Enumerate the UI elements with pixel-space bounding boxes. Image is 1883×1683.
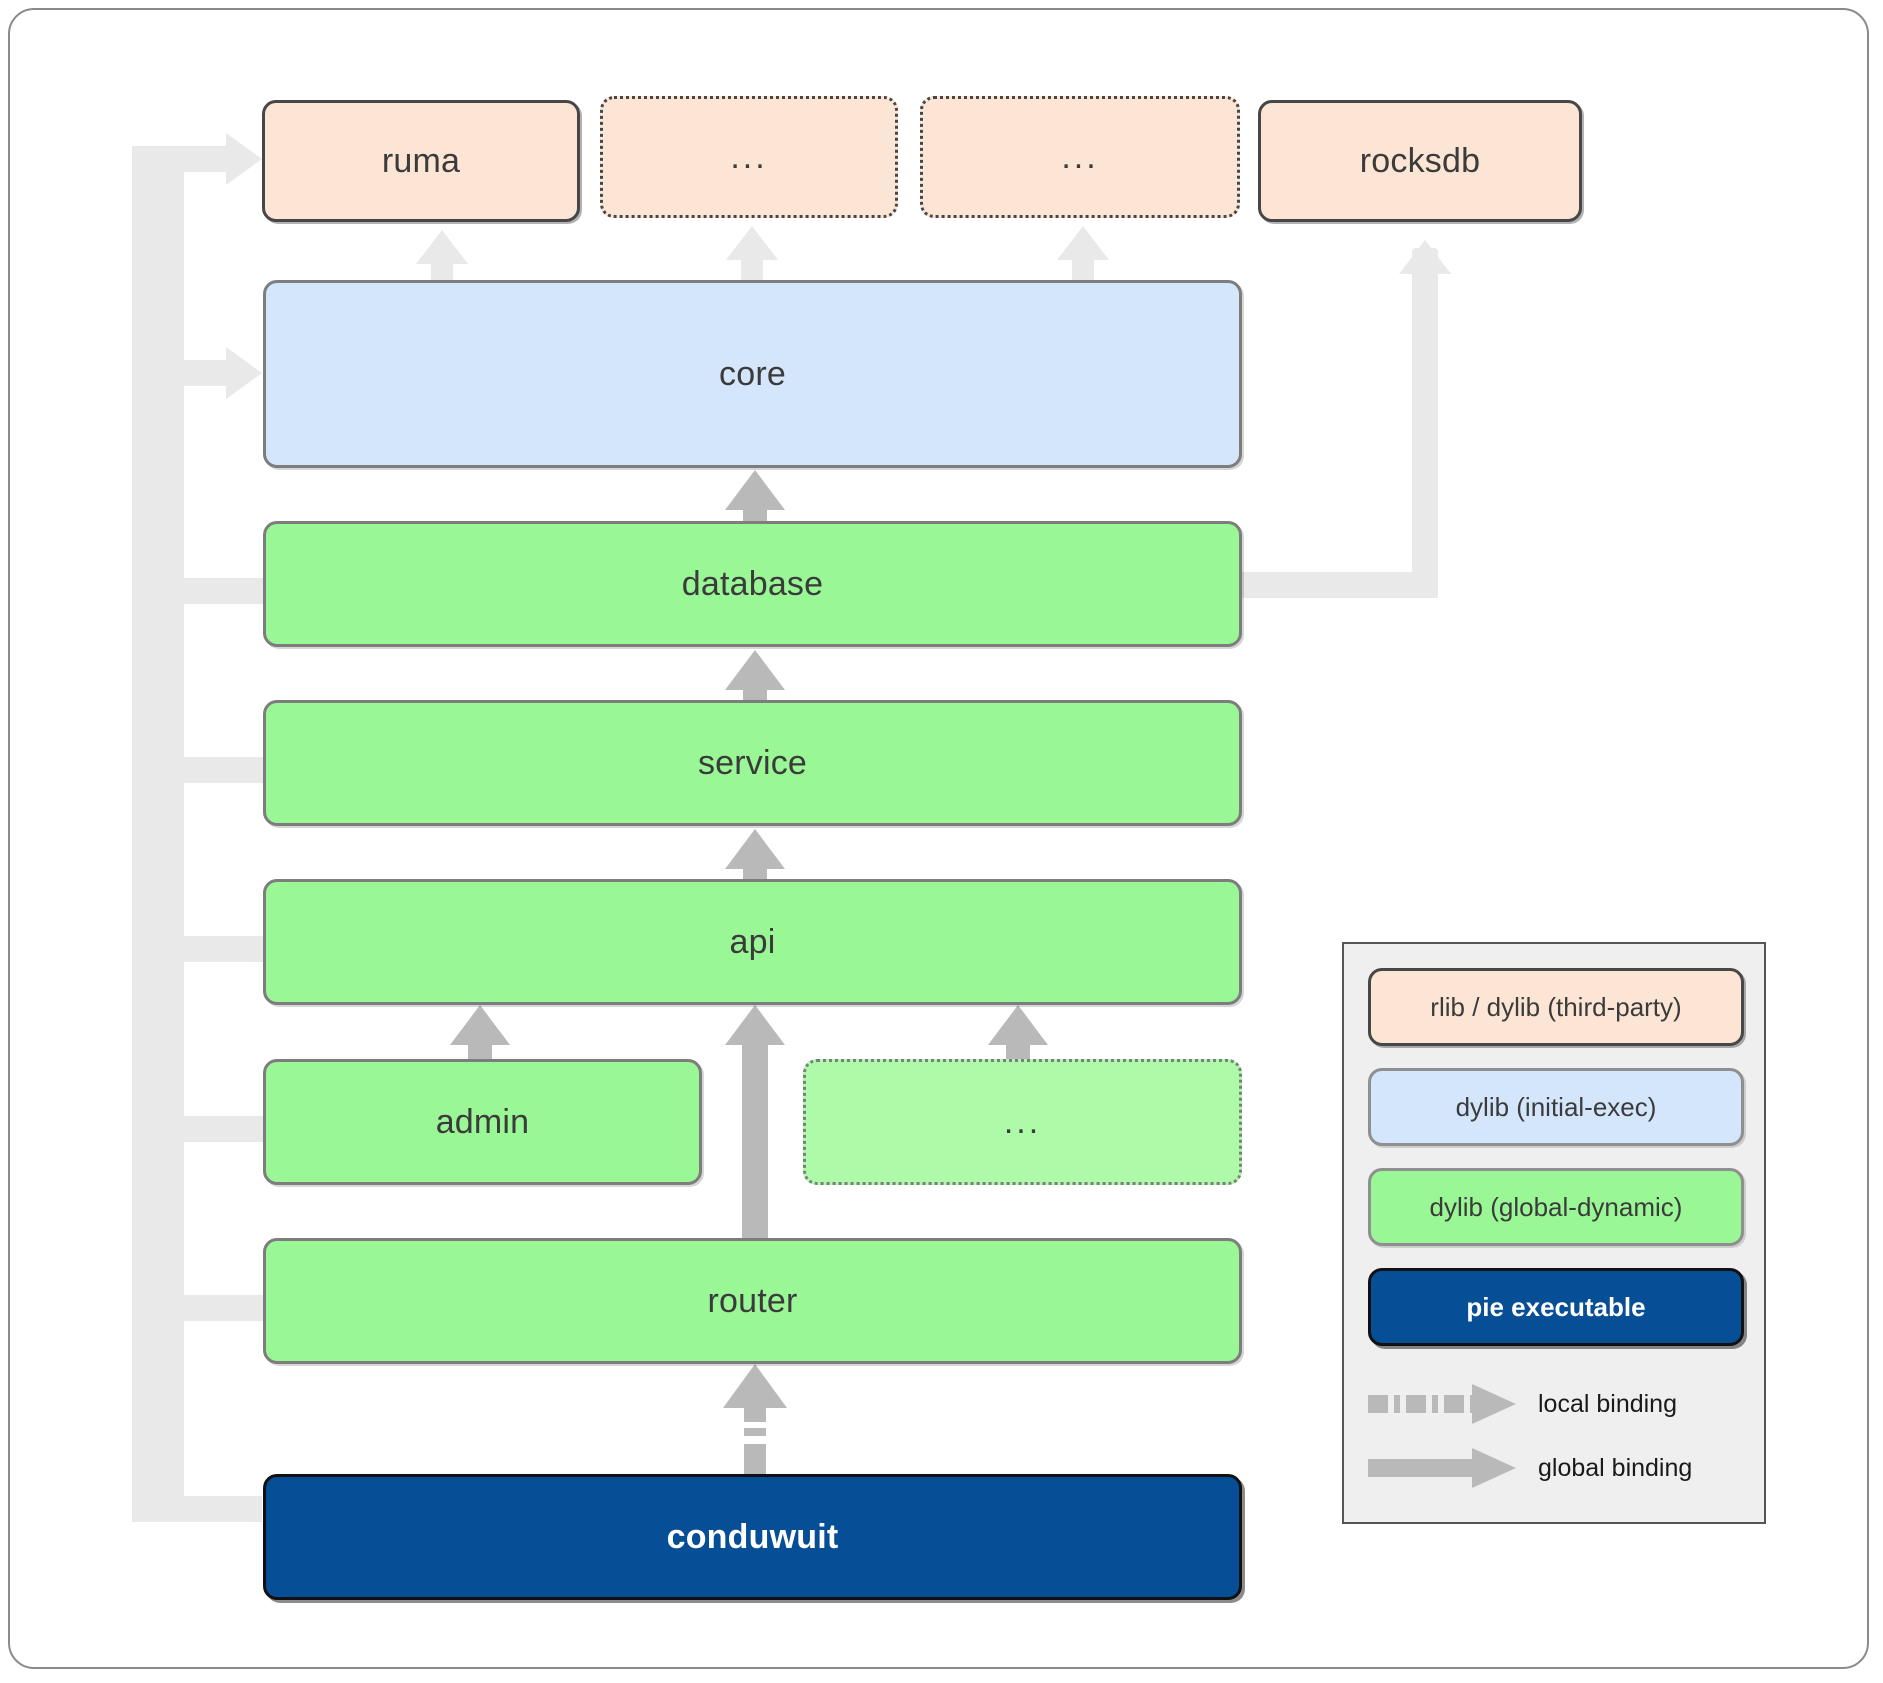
arrow-conduwuit-to-router — [700, 1364, 810, 1476]
arrow-service-to-database — [700, 650, 810, 704]
node-admin[interactable]: admin — [263, 1059, 702, 1185]
bus-branch-to-service — [158, 757, 268, 783]
node-top-stub-2-label: ... — [1061, 137, 1099, 176]
arrow-database-to-rocksdb-head — [1373, 240, 1477, 280]
bus-database-to-rocksdb-horizontal — [1238, 572, 1438, 598]
node-ruma[interactable]: ruma — [262, 100, 580, 222]
bus-arrowhead-core — [226, 347, 262, 399]
node-top-stub-1[interactable]: ... — [600, 96, 898, 218]
arrow-api-stub-to-api — [963, 1005, 1073, 1065]
arrow-api-to-service — [700, 829, 810, 883]
arrow-core-to-top-stub-2 — [1031, 226, 1135, 288]
local-binding-arrow-icon — [1368, 1384, 1516, 1424]
legend-item-third-party: rlib / dylib (third-party) — [1368, 968, 1744, 1046]
bus-branch-to-ruma — [132, 146, 232, 172]
legend-item-pie: pie executable — [1368, 1268, 1744, 1346]
bus-trunk-outer-bottom — [132, 1496, 262, 1522]
bus-branch-to-core — [158, 360, 234, 386]
node-router-label: router — [707, 1281, 798, 1320]
arrow-admin-to-api — [425, 1005, 535, 1065]
node-api-label: api — [729, 922, 776, 961]
node-service[interactable]: service — [263, 700, 1242, 826]
global-binding-arrow-icon — [1368, 1448, 1516, 1488]
node-rocksdb-label: rocksdb — [1359, 141, 1481, 180]
bus-branch-to-database — [158, 578, 268, 604]
arrow-core-to-top-stub-1 — [700, 226, 804, 288]
legend-item-third-party-label: rlib / dylib (third-party) — [1430, 991, 1682, 1022]
bus-trunk-outer — [132, 146, 158, 1522]
node-api[interactable]: api — [263, 879, 1242, 1005]
legend-item-initial-exec-label: dylib (initial-exec) — [1455, 1091, 1657, 1122]
bus-arrowhead-ruma — [226, 133, 262, 185]
bus-branch-to-api — [158, 936, 268, 962]
node-database[interactable]: database — [263, 521, 1242, 647]
legend-binding-local: local binding — [1368, 1376, 1744, 1432]
node-admin-label: admin — [435, 1102, 530, 1141]
node-router[interactable]: router — [263, 1238, 1242, 1364]
legend-binding-global-label: global binding — [1538, 1453, 1693, 1482]
bus-branch-to-admin — [158, 1116, 268, 1142]
legend-panel: rlib / dylib (third-party) dylib (initia… — [1342, 942, 1766, 1524]
arrow-database-to-core — [700, 470, 810, 524]
node-top-stub-2[interactable]: ... — [920, 96, 1240, 218]
legend-binding-local-label: local binding — [1538, 1389, 1677, 1418]
node-rocksdb[interactable]: rocksdb — [1258, 100, 1582, 222]
legend-binding-global: global binding — [1368, 1440, 1744, 1496]
legend-item-global-dynamic: dylib (global-dynamic) — [1368, 1168, 1744, 1246]
node-core-label: core — [719, 354, 786, 393]
node-database-label: database — [681, 564, 824, 603]
node-core[interactable]: core — [263, 280, 1242, 468]
bus-database-to-rocksdb-vertical — [1412, 248, 1438, 598]
legend-item-initial-exec: dylib (initial-exec) — [1368, 1068, 1744, 1146]
node-ruma-label: ruma — [381, 141, 461, 180]
node-conduwuit-label: conduwuit — [666, 1517, 839, 1556]
arrow-router-to-api — [700, 1005, 810, 1247]
node-top-stub-1-label: ... — [730, 137, 768, 176]
legend-item-global-dynamic-label: dylib (global-dynamic) — [1429, 1191, 1683, 1222]
node-api-stub-label: ... — [1003, 1102, 1042, 1141]
node-conduwuit[interactable]: conduwuit — [263, 1474, 1242, 1600]
bus-branch-to-router — [158, 1295, 268, 1321]
node-api-stub[interactable]: ... — [803, 1059, 1242, 1185]
bus-trunk-inner — [158, 172, 184, 1496]
legend-item-pie-label: pie executable — [1466, 1291, 1646, 1322]
node-service-label: service — [697, 743, 808, 782]
